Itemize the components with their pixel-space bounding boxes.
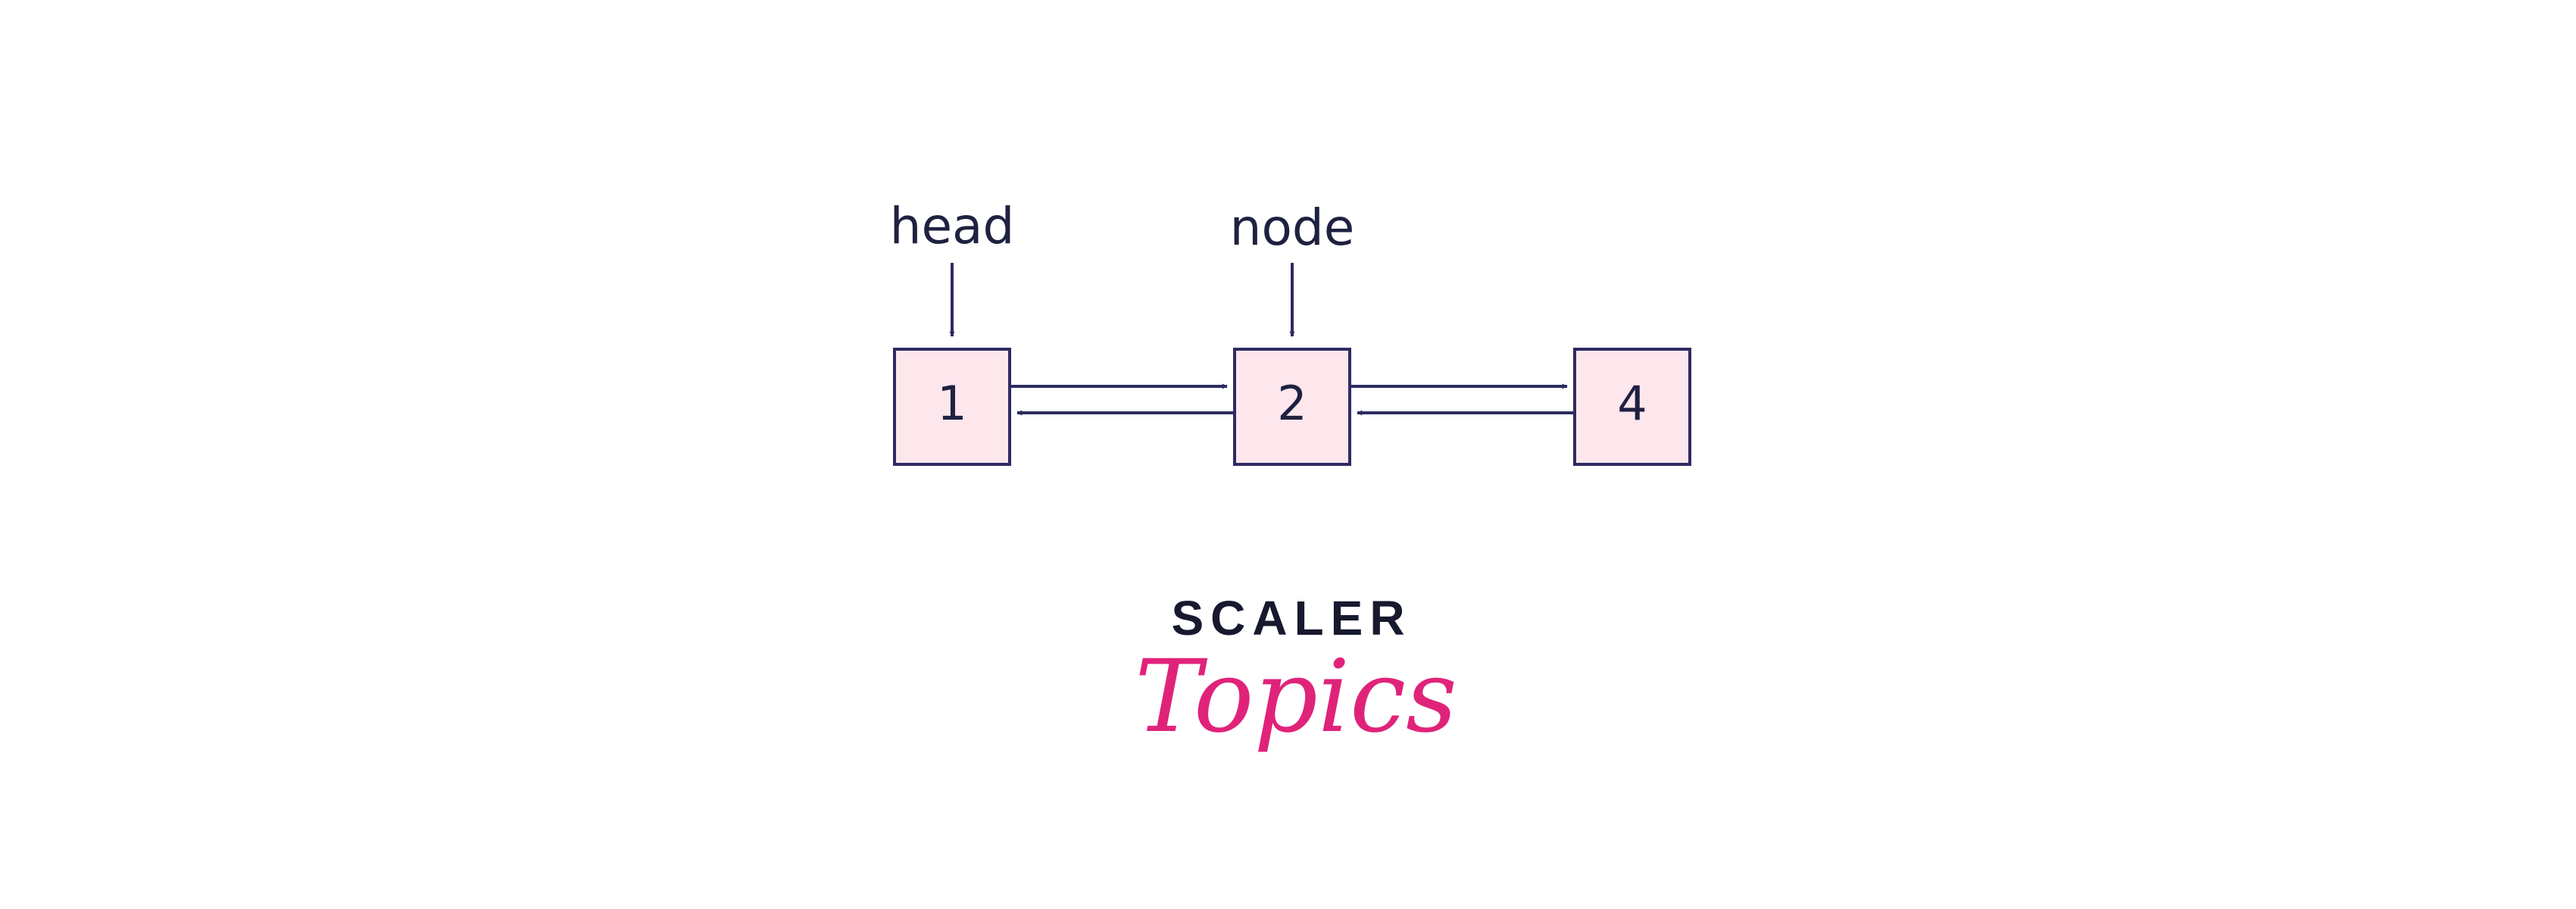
scaler-topics-logo: SCALER Topics (1135, 591, 1457, 755)
node-2-box (1233, 348, 1351, 466)
brand-line-2: Topics (1135, 639, 1457, 755)
brand-line-1: SCALER (1171, 591, 1411, 645)
node-3-value: 4 (1617, 376, 1647, 431)
node-2-value: 2 (1277, 376, 1307, 431)
node-1-value: 1 (937, 376, 966, 431)
pointer-label-node: node (1230, 198, 1355, 257)
pointer-label-head: head (890, 197, 1015, 255)
node-3-box (1573, 348, 1691, 466)
node-1-box (893, 348, 1011, 466)
